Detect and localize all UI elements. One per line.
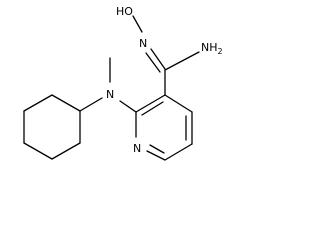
amine-label-main: NH: [201, 41, 218, 54]
cyclohexyl-bond-6: [51, 94, 81, 112]
cyclohexyl-bond-3: [23, 142, 53, 160]
amino-nitrogen-label: N: [106, 88, 114, 101]
amine-label: NH2: [201, 41, 223, 56]
ring-bond-c5-c6: [164, 143, 193, 161]
cyclohexyl-bond-2: [51, 142, 81, 160]
bond-c-nh2: [164, 51, 200, 71]
molecule-drawing: HO N NH2 N N: [23, 5, 223, 161]
pyridine-nitrogen-label: N: [133, 142, 141, 155]
ring-double-c2-c3: [141, 101, 164, 116]
ring-bond-c2-c3: [135, 94, 166, 113]
bond-n-c-double-a: [150, 48, 166, 70]
bond-n-c-double-b: [145, 52, 161, 73]
ring-bond-c3-c4: [164, 94, 193, 113]
bond-o-n: [132, 15, 143, 33]
ring-bond-c6-n1: [146, 150, 166, 161]
bond-c2-namine: [119, 100, 137, 113]
bond-namine-cyclohexyl: [79, 97, 103, 112]
hydroxyl-label: HO: [116, 5, 133, 18]
ring-double-c6-n1: [149, 144, 165, 154]
amine-label-subscript: 2: [218, 47, 223, 56]
oxime-nitrogen-label: N: [139, 37, 147, 50]
structure-canvas: HO N NH2 N N: [23, 5, 223, 161]
cyclohexyl-bond-5: [23, 94, 53, 112]
